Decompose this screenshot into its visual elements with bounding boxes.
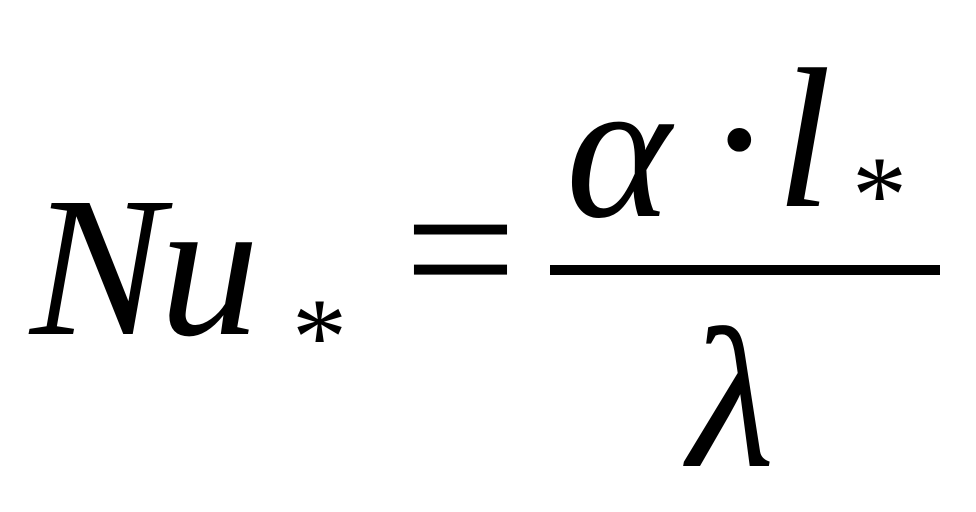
fraction-bar (550, 265, 940, 275)
denominator-lambda: λ (688, 289, 775, 510)
numerator-length: l (776, 29, 832, 250)
numerator-multiply-dot: · (706, 29, 773, 250)
numerator-subscript: * (852, 134, 907, 256)
numerator-alpha: α (566, 39, 671, 260)
nusselt-subscript: * (292, 276, 347, 398)
equals-sign: = (404, 139, 517, 360)
nusselt-symbol: Nu (30, 157, 259, 378)
